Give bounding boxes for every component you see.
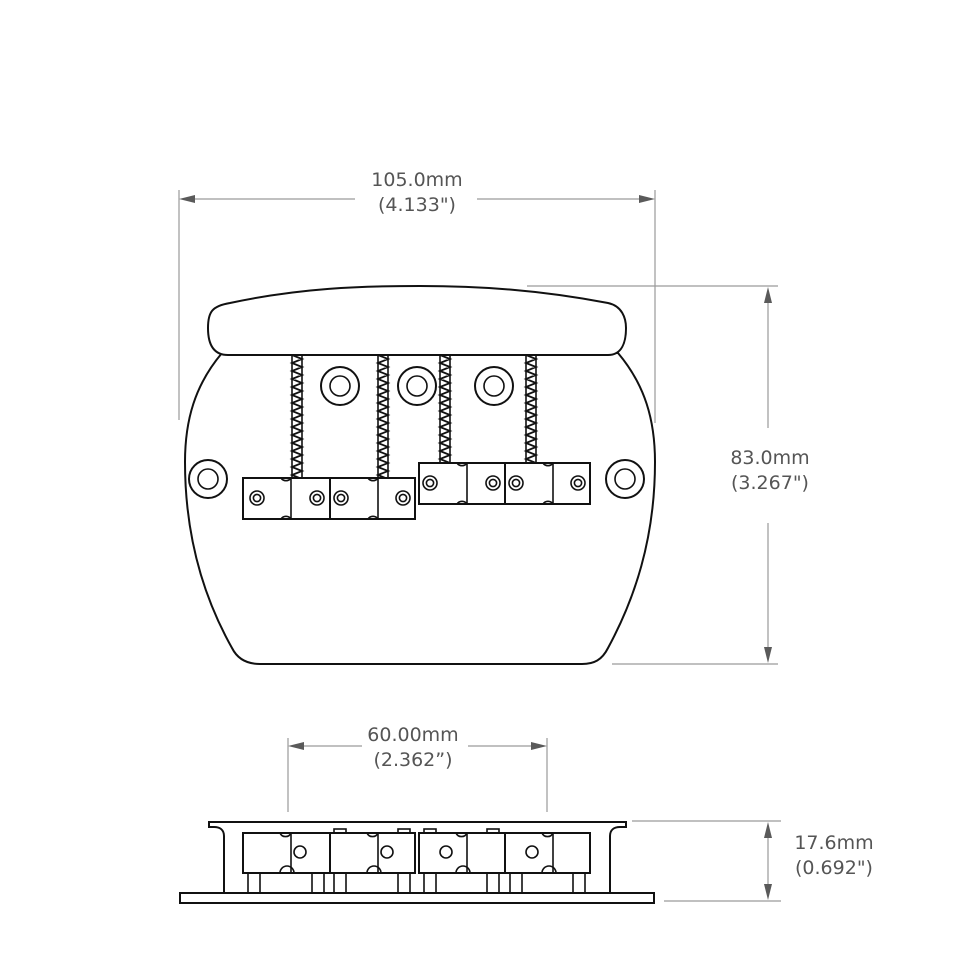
saddle-2 [329,477,416,520]
front-saddle-1 [242,832,331,894]
mounting-hole-left [188,459,228,499]
mounting-hole-2 [397,366,437,406]
length-dimension [527,285,778,665]
height-label: 17.6mm (0.692") [784,831,884,881]
height-dimension [632,820,781,902]
height-imperial: (0.692") [795,857,873,879]
width-dimension [178,190,656,423]
saddle-3 [418,462,506,505]
front-baseplate [179,892,655,904]
mounting-hole-3 [474,366,514,406]
width-imperial: (4.133") [378,194,456,216]
spacing-metric: 60.00mm [367,724,459,746]
saddle-4 [504,462,591,505]
spacing-imperial: (2.362”) [373,749,453,771]
front-saddle-2 [329,828,416,894]
front-view [179,821,655,904]
front-saddle-4 [504,832,591,894]
width-metric: 105.0mm [371,169,463,191]
front-frame [208,821,627,893]
saddle-1 [242,477,331,520]
height-metric: 17.6mm [794,832,874,854]
mounting-hole-right [605,459,645,499]
front-saddle-3 [418,828,506,894]
length-imperial: (3.267") [731,472,809,494]
spacing-dimension [287,738,548,812]
width-label: 105.0mm (4.133") [356,168,478,218]
mounting-hole-1 [320,366,360,406]
string-anchor-bar [206,284,628,356]
length-metric: 83.0mm [730,447,810,469]
length-label: 83.0mm (3.267") [715,446,825,496]
top-view [183,284,657,665]
spacing-label: 60.00mm (2.362”) [355,723,471,773]
